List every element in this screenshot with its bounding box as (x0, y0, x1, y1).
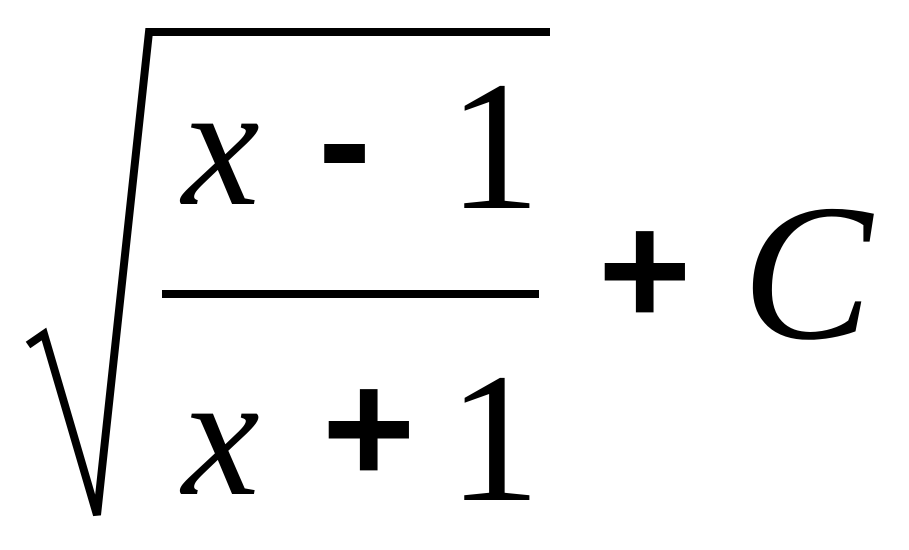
numerator-constant: 1 (448, 44, 541, 249)
denominator-variable: x (182, 338, 260, 532)
numerator-variable: x (182, 48, 260, 242)
integration-constant: C (742, 165, 873, 381)
denominator-constant: 1 (448, 336, 541, 541)
outer-plus-operator: + (598, 180, 692, 359)
fraction-bar (162, 290, 539, 298)
numerator-minus-operator: - (318, 50, 372, 229)
denominator-plus-operator: + (322, 338, 416, 517)
